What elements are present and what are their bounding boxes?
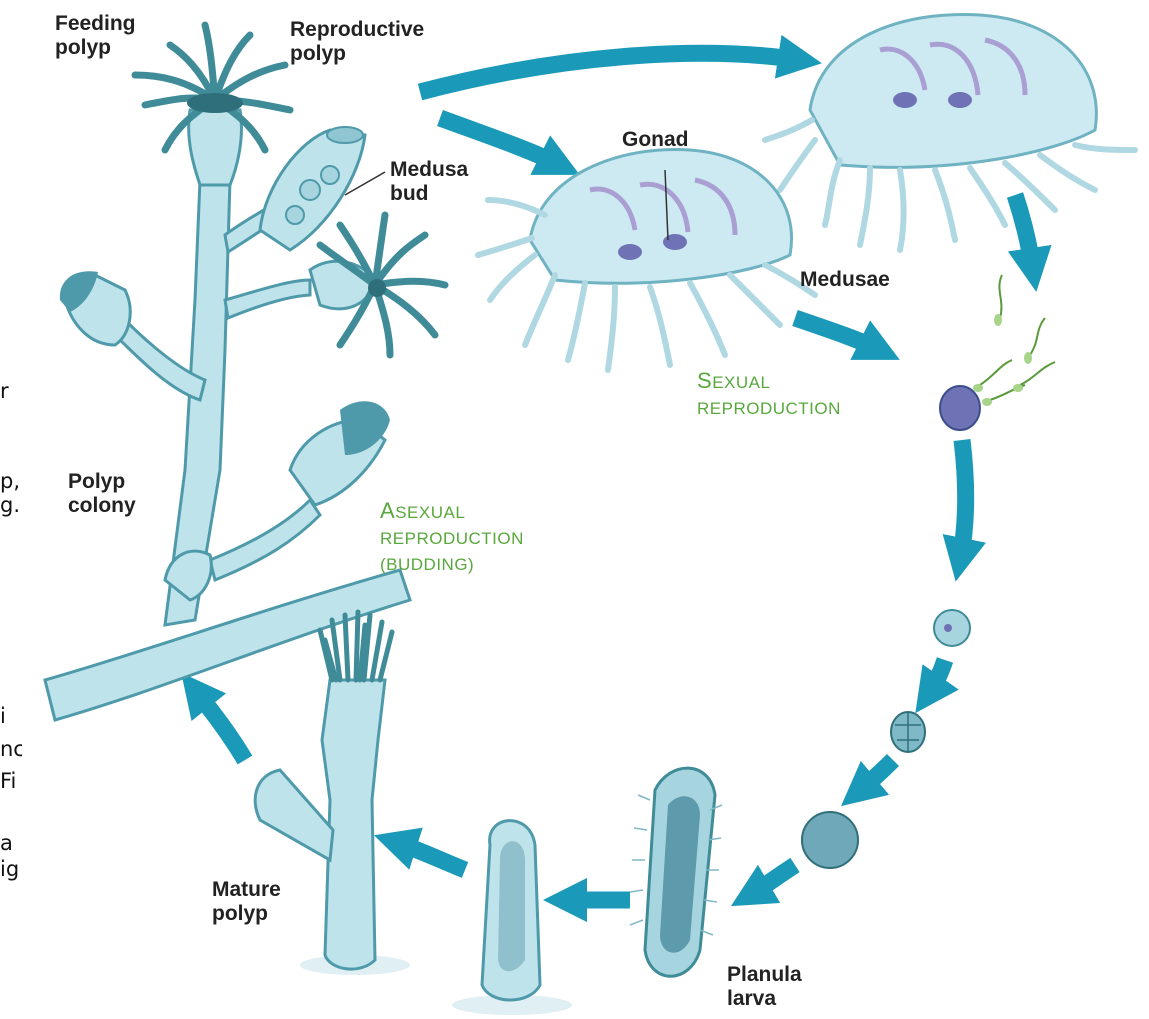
cropped-text-fragment: r (0, 380, 22, 403)
feeding-polyp-right-drawing (310, 215, 445, 355)
label-asexual-reproduction: ASEXUAL REPRODUCTION (BUDDING) (380, 498, 524, 578)
label-asexual-rest: SEXUAL (395, 503, 465, 522)
label-reproductive-polyp-line2: polyp (290, 42, 424, 66)
blastula-drawing (802, 812, 858, 868)
label-sexual-first-letter: S (697, 368, 712, 393)
cropped-text-fragment: g. (0, 494, 28, 517)
reproductive-polyp-drawing (260, 127, 365, 250)
label-gonad: Gonad (622, 128, 689, 152)
polyp-bud-lower-drawing (290, 401, 390, 505)
cropped-text-fragment: i (0, 705, 22, 728)
arrow-mature-to-colony (195, 690, 245, 760)
medusa-lower-drawing (478, 149, 815, 370)
arrow-to-upper-medusa (420, 53, 800, 92)
label-mature-polyp-line2: polyp (212, 902, 281, 926)
arrow-settled-to-mature (395, 842, 465, 870)
morula-drawing (891, 712, 925, 752)
arrow-to-blastula (858, 760, 893, 792)
label-planula-larva-line2: larva (727, 987, 802, 1011)
label-polyp-colony: Polyp colony (68, 470, 136, 518)
cropped-text-fragment: nc (0, 738, 22, 761)
label-feeding-polyp-line1: Feeding (55, 12, 136, 36)
feeding-polyp-drawing (135, 25, 290, 185)
arrow-medusae-to-fertilization (795, 318, 880, 350)
polyp-bud-left-drawing (60, 271, 130, 345)
cropped-text-fragment: ig (0, 858, 22, 881)
cropped-text-fragment: a (0, 832, 22, 855)
egg-zygote-drawing (940, 386, 980, 430)
label-reproductive-polyp: Reproductive polyp (290, 18, 424, 66)
label-feeding-polyp-line2: polyp (55, 36, 136, 60)
settled-polyp-drawing (452, 821, 572, 1015)
label-feeding-polyp: Feeding polyp (55, 12, 136, 60)
sperm-cells-drawing (980, 275, 1055, 400)
label-reproductive-polyp-line1: Reproductive (290, 18, 424, 42)
arrow-zygote-down (960, 440, 966, 560)
label-mature-polyp-line1: Mature (212, 878, 281, 902)
label-medusa-bud-line2: bud (390, 182, 468, 206)
planula-larva-drawing (630, 768, 722, 976)
label-planula-larva: Planula larva (727, 963, 802, 1011)
label-polyp-colony-line1: Polyp (68, 470, 136, 494)
cropped-text-fragment: Fi (0, 770, 22, 793)
label-asexual-first-letter: A (380, 498, 395, 523)
label-sexual-line1: SEXUAL (697, 368, 841, 396)
medusa-upper-drawing (765, 14, 1135, 250)
arrow-to-morula (928, 660, 945, 695)
label-sexual-reproduction: SEXUAL REPRODUCTION (697, 368, 841, 422)
label-asexual-line2: REPRODUCTION (380, 526, 524, 552)
label-medusa-bud: Medusa bud (390, 158, 468, 206)
cropped-text-fragment: p, (0, 470, 28, 493)
label-planula-larva-line1: Planula (727, 963, 802, 987)
label-asexual-line3: (BUDDING) (380, 552, 524, 578)
label-polyp-colony-line2: colony (68, 494, 136, 518)
label-mature-polyp: Mature polyp (212, 878, 281, 926)
label-medusae: Medusae (800, 268, 890, 292)
arrow-to-planula (750, 865, 795, 895)
label-asexual-line1: ASEXUAL (380, 498, 524, 526)
arrow-medusa-down-to-gametes (1015, 195, 1033, 270)
label-medusa-bud-line1: Medusa (390, 158, 468, 182)
label-sexual-line2: REPRODUCTION (697, 396, 841, 422)
label-sexual-rest: EXUAL (712, 373, 770, 392)
